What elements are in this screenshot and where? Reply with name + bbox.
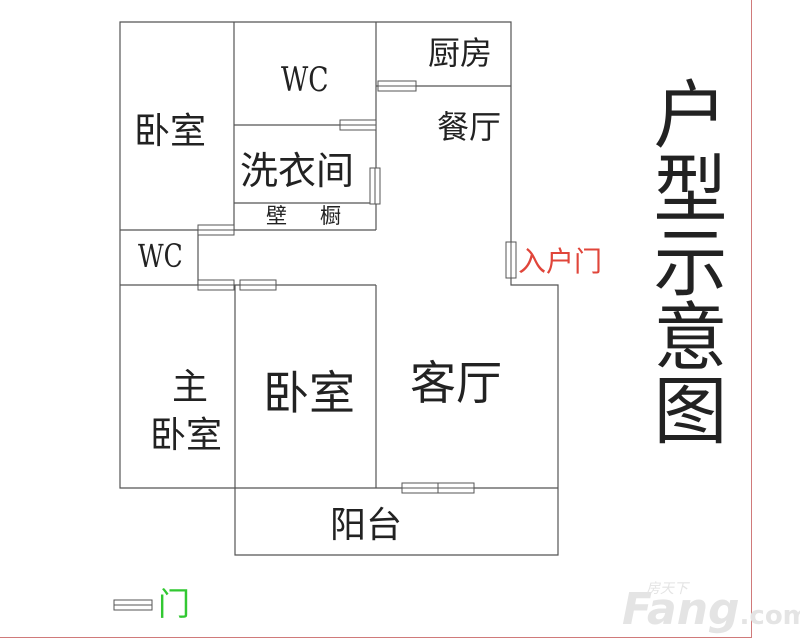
- door-symbol: [377, 80, 417, 92]
- diagram-title: 户型示意图: [641, 76, 727, 446]
- master-bedroom-label-line2: 卧室: [150, 415, 223, 456]
- door-symbol: [505, 241, 517, 279]
- master-bedroom-label-line1: 主: [172, 367, 209, 408]
- entrance-door-label: 入户门: [518, 245, 603, 278]
- door-symbol: [197, 279, 235, 291]
- closet-label-right: 橱: [320, 204, 341, 228]
- wc-top-label: WC: [281, 60, 329, 100]
- kitchen-label: 厨房: [428, 34, 493, 72]
- watermark-domain: .com: [739, 601, 800, 631]
- watermark-brand: Fang: [622, 584, 740, 635]
- watermark-cn: 房天下: [646, 581, 688, 597]
- bedroom-mid-label: 卧室: [263, 366, 355, 420]
- watermark: 房天下 Fang.com: [622, 581, 800, 635]
- door-legend-label: 门: [158, 585, 191, 623]
- bedroom-top-label: 卧室: [134, 111, 207, 152]
- door-symbol: [369, 167, 381, 205]
- dining-label: 餐厅: [437, 108, 502, 146]
- image-frame: [0, 0, 752, 638]
- door-symbol: [339, 119, 377, 131]
- laundry-label: 洗衣间: [240, 149, 355, 193]
- door-symbol: [401, 482, 439, 494]
- door-symbol: [239, 279, 277, 291]
- living-room-label: 客厅: [410, 356, 502, 410]
- door-legend-symbol: [113, 599, 153, 611]
- door-symbol: [437, 482, 475, 494]
- balcony-label: 阳台: [330, 505, 403, 546]
- wc-small-label: WC: [138, 237, 183, 275]
- closet-label-left: 壁: [266, 204, 287, 228]
- outer-wall: [119, 21, 559, 556]
- door-symbol: [197, 224, 235, 236]
